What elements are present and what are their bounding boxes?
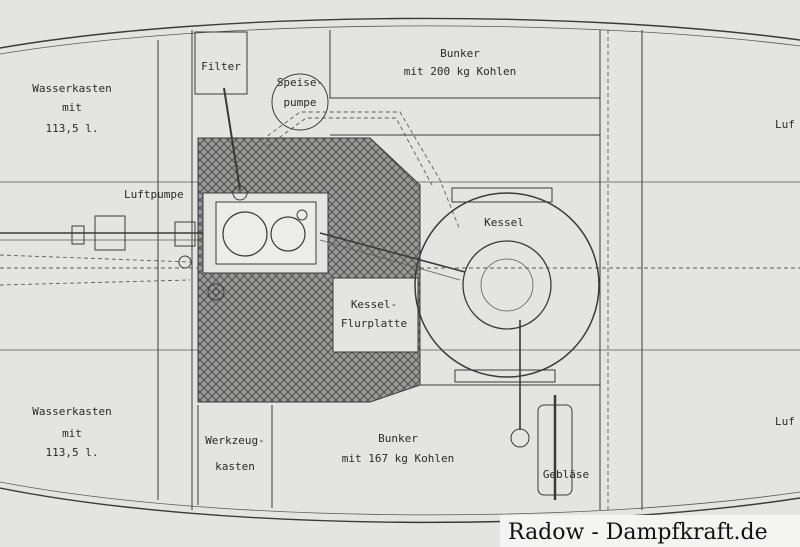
wasserkasten-top-line1: Wasserkasten	[32, 82, 111, 95]
kessel-base-bottom	[454, 369, 556, 383]
filter-pipe	[223, 87, 241, 191]
engine-cylinder-right	[270, 216, 306, 252]
kessel-flurplatte-line2: Flurplatte	[341, 317, 407, 330]
geblaese-label: Gebläse	[543, 468, 589, 481]
engine-cylinder-box	[215, 201, 317, 265]
shaft-bearing	[71, 225, 85, 245]
kessel-inner	[462, 240, 552, 330]
werkzeugkasten-line1: Werkzeug-	[205, 434, 265, 447]
kessel-base-top	[451, 187, 553, 203]
hull-outline-bottom	[0, 487, 800, 524]
hull-outline-top	[0, 17, 800, 49]
hull-inner-bottom	[0, 481, 800, 516]
wasserkasten-bottom-line1: Wasserkasten	[32, 405, 111, 418]
filter-box	[194, 31, 248, 95]
luftpumpe-label: Luftpumpe	[124, 188, 184, 201]
speisepumpe-circle	[271, 73, 329, 131]
bunker-top-line1: Bunker	[440, 47, 480, 60]
wasserkasten-top-line3: 113,5 l.	[46, 122, 99, 135]
bunker-bottom-line2: mit 167 kg Kohlen	[342, 452, 455, 465]
speisepumpe-line1: Speise-	[277, 76, 323, 89]
kessel-core	[480, 258, 534, 312]
werkzeugkasten-outline	[197, 405, 273, 508]
geblaese-fan	[510, 428, 530, 448]
filter-label: Filter	[201, 60, 241, 73]
kessel-outer	[414, 192, 600, 378]
shaft-flange	[174, 221, 196, 247]
fitting-3	[212, 288, 220, 296]
bunker-bottom-line1: Bunker	[378, 432, 418, 445]
kessel-flurplatte-panel	[332, 277, 419, 353]
shaft-coupling	[94, 215, 126, 251]
speisepumpe-line2: pumpe	[283, 96, 316, 109]
drain-lines	[0, 254, 191, 286]
kessel-flurplatte-line1: Kessel-	[351, 298, 397, 311]
crank-small	[296, 209, 308, 221]
hull-inner-top	[0, 25, 800, 55]
watermark: Radow - Dampfkraft.de	[508, 520, 768, 545]
feed-pipe-dashed-2	[267, 117, 433, 186]
steam-pipe-2	[319, 239, 461, 281]
fitting-2	[207, 283, 225, 301]
wasserkasten-top-line2: mit	[62, 101, 82, 114]
feed-pipe-dashed	[261, 111, 461, 231]
bunker-top-outline	[329, 30, 600, 136]
wasserkasten-bottom-line2: mit	[62, 427, 82, 440]
werkzeugkasten-line2: kasten	[215, 460, 255, 473]
wasserkasten-bottom-line3: 113,5 l.	[46, 446, 99, 459]
engine-cylinder-left	[222, 211, 268, 257]
fitting-1	[178, 255, 192, 269]
watermark-bg	[500, 515, 800, 547]
luft-top-label: Luf	[775, 118, 795, 131]
kessel-label: Kessel	[484, 216, 524, 229]
steam-pipe	[319, 232, 466, 273]
bunker-top-line2: mit 200 kg Kohlen	[404, 65, 517, 78]
luft-bottom-label: Luf	[775, 415, 795, 428]
